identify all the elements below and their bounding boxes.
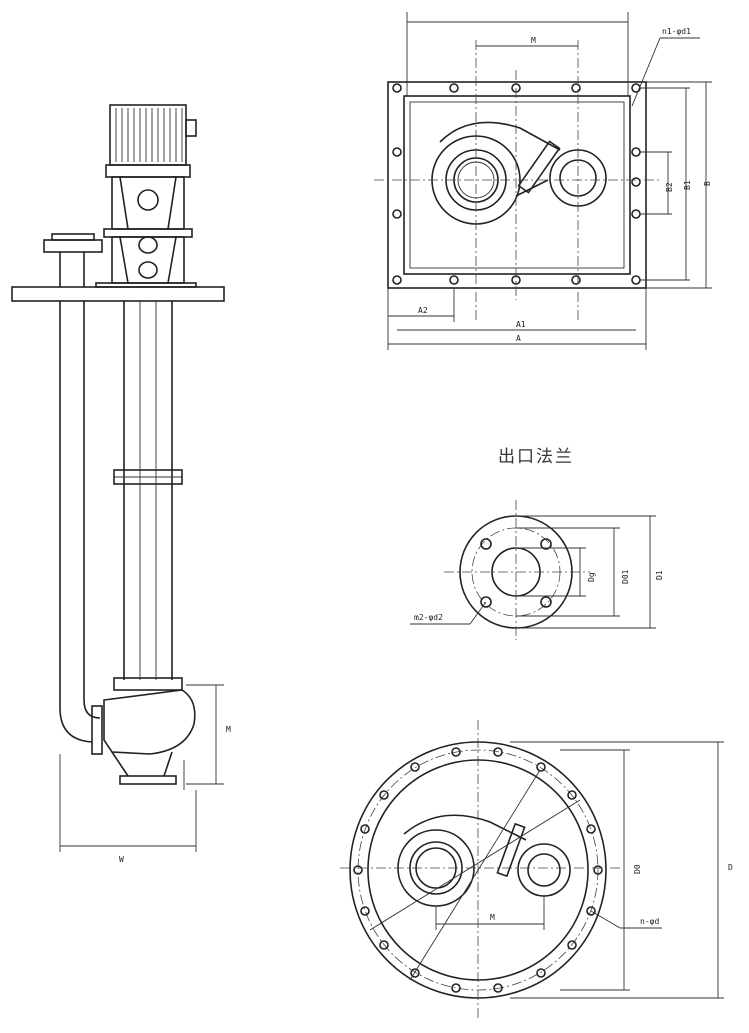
outlet-flange-view: 出口法兰 Dg D01 D1 m2-φd2 (410, 447, 664, 640)
discharge-section (439, 121, 607, 207)
round-plan-view: M n-φd D0 D (340, 720, 733, 1020)
dimension-label-m-round: M (490, 913, 495, 922)
round-bolt-holes (353, 747, 603, 993)
dimension-label-d01: D01 (621, 569, 630, 584)
dimension-label-b1: B1 (683, 180, 692, 190)
discharge-pipe (59, 301, 103, 755)
dimension-label-m-side: M (226, 725, 231, 734)
column-pipe (113, 301, 183, 691)
dimension-label-d1: D1 (655, 570, 664, 580)
mounting-plate (11, 286, 225, 302)
dimension-label-n: n-φd (640, 917, 659, 926)
dimension-label-m-top: M (531, 36, 536, 45)
dimension-label-a2: A2 (418, 306, 428, 315)
dimension-label-b2: B2 (665, 182, 674, 192)
dimension-label-d0: D0 (633, 864, 642, 874)
coupling-frame (103, 176, 193, 284)
pump-casing (103, 689, 196, 790)
dimension-label-b: B (703, 181, 712, 186)
dimension-label-a1: A1 (516, 320, 526, 329)
dimension-label-dg: Dg (587, 572, 596, 582)
side-elevation-view: M W (11, 104, 231, 864)
dimension-label-w: W (119, 855, 124, 864)
dimension-w: W (59, 754, 197, 864)
dimension-label-m2: m2-φd2 (414, 613, 443, 622)
dimension-label-a: A (516, 334, 521, 343)
dimension-label-d: D (728, 863, 733, 872)
outlet-flange-title: 出口法兰 (498, 447, 574, 467)
outlet-pipe-flange (43, 233, 103, 287)
dimension-label-n1: n1-φd1 (662, 27, 691, 36)
top-plan-view: M n1-φd1 A2 A1 A B B1 B2 (374, 12, 712, 350)
motor (105, 104, 197, 178)
dimension-m-side: M (186, 684, 231, 785)
plate-bolt-holes (392, 83, 641, 285)
